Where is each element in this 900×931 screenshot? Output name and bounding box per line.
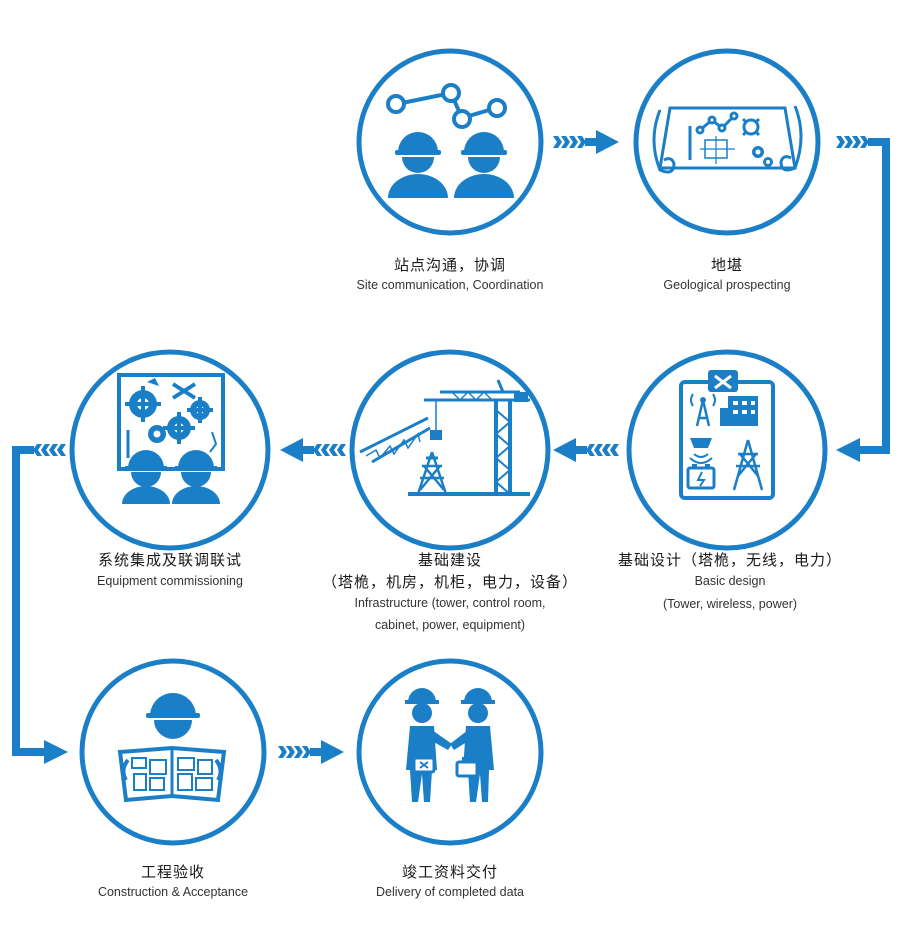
blueprint-scroll-icon (652, 105, 803, 174)
step4-title-zh: 基础建设 (417, 551, 482, 569)
step5-label: 系统集成及联调联试 Equipment commissioning (55, 549, 285, 591)
step6-title-zh: 工程验收 (140, 863, 205, 881)
step3-title-zh: 基础设计（塔桅，无线，电力） (617, 551, 842, 569)
step6-circle (79, 658, 267, 846)
step3-title-en: Basic design (694, 574, 766, 588)
step6-title-en: Construction & Acceptance (97, 885, 249, 899)
gears-workers-icon (117, 373, 225, 504)
step2-label: 地堪 Geological prospecting (610, 255, 844, 295)
step7-title-en: Delivery of completed data (376, 885, 524, 899)
step6-label: 工程验收 Construction & Acceptance (58, 862, 288, 902)
arrow-step6-to-step7 (278, 740, 344, 764)
step7-circle (356, 658, 544, 846)
step4-label: 基础建设 （塔桅，机房，机柜，电力，设备） Infrastructure (to… (305, 549, 595, 637)
step7-title-zh: 竣工资料交付 (401, 863, 498, 881)
arrow-step4-to-step5 (280, 438, 346, 462)
worker-reading-plan-icon (117, 693, 227, 803)
step2-title-zh: 地堪 (710, 256, 743, 274)
step4-circle (349, 349, 551, 551)
step3-circle (626, 349, 828, 551)
step1-title-zh: 站点沟通，协调 (393, 256, 506, 274)
step3-subtitle-en: (Tower, wireless, power) (662, 597, 798, 611)
arrow-step1-to-step2 (553, 130, 619, 154)
design-clipboard-icon (679, 370, 775, 500)
step1-label: 站点沟通，协调 Site communication, Coordination (325, 255, 575, 295)
handshake-icon (405, 688, 495, 802)
step3-label: 基础设计（塔桅，无线，电力） Basic design (Tower, wire… (590, 549, 870, 617)
step7-label: 竣工资料交付 Delivery of completed data (335, 862, 565, 902)
arrow-step5-to-step6 (12, 444, 68, 764)
step5-title-zh: 系统集成及联调联试 (97, 551, 242, 569)
step5-circle (69, 349, 271, 551)
workers-network-icon (386, 83, 514, 198)
step1-title-en: Site communication, Coordination (356, 278, 544, 292)
step2-circle (633, 48, 821, 236)
step5-title-en: Equipment commissioning (97, 574, 243, 588)
step4-title-en: Infrastructure (tower, control room, (354, 596, 546, 610)
step4-subtitle-zh: （塔桅，机房，机柜，电力，设备） (321, 573, 578, 591)
arrow-step2-to-step3 (836, 136, 890, 462)
step2-title-en: Geological prospecting (663, 278, 791, 292)
step1-circle (356, 48, 544, 236)
step4-subtitle-en: cabinet, power, equipment) (374, 618, 526, 632)
tower-crane-icon (359, 379, 530, 496)
arrow-step3-to-step4 (553, 438, 619, 462)
